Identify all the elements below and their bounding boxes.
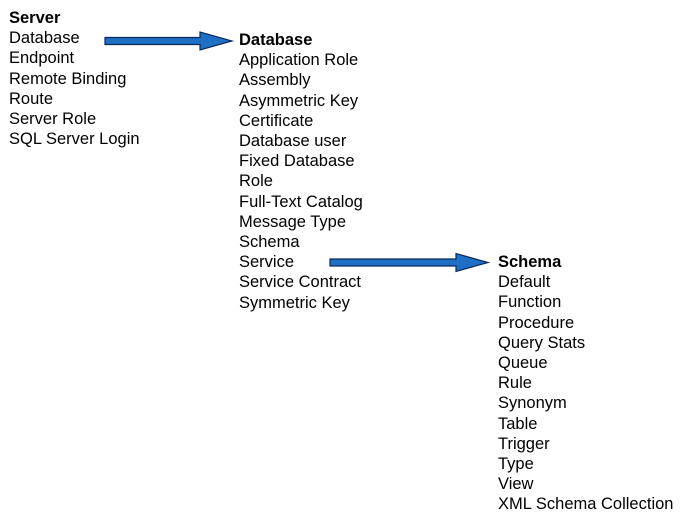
schema-item-view: View	[498, 475, 534, 494]
server-item-remote-binding: Remote Binding	[9, 69, 127, 88]
schema-item-trigger: Trigger	[498, 434, 550, 453]
schema-item-procedure: Procedure	[498, 313, 575, 332]
schema-item-rule: Rule	[498, 374, 532, 393]
server-list: Server Database Endpoint Remote Binding …	[9, 8, 140, 149]
database-item-certificate: Certificate	[239, 111, 314, 130]
schema-list: Schema Default Function Procedure Query …	[498, 252, 673, 515]
schema-item-default: Default	[498, 273, 551, 292]
server-item-sql-server-login: SQL Server Login	[9, 130, 140, 149]
schema-item-table: Table	[498, 414, 538, 433]
database-item-service: Service	[239, 253, 295, 272]
schema-item-synonym: Synonym	[498, 394, 567, 413]
database-list: Database Application Role Assembly Asymm…	[239, 30, 363, 313]
schema-item-xml-schema-collection: XML Schema Collection	[498, 495, 674, 514]
server-heading: Server	[9, 9, 61, 27]
database-item-role: Role	[239, 172, 273, 191]
database-item-schema: Schema	[239, 233, 300, 252]
database-item-symmetric-key: Symmetric Key	[239, 293, 350, 312]
database-item-application-role: Application Role	[239, 51, 359, 70]
server-item-database: Database	[9, 29, 80, 48]
server-item-server-role: Server Role	[9, 110, 97, 129]
schema-item-function: Function	[498, 293, 562, 312]
database-heading: Database	[239, 31, 313, 49]
server-item-route: Route	[9, 89, 54, 108]
database-item-service-contract: Service Contract	[239, 273, 361, 292]
schema-heading: Schema	[498, 253, 562, 271]
schema-item-type: Type	[498, 455, 534, 474]
database-item-database-user: Database user	[239, 132, 347, 151]
database-item-full-text-catalog: Full-Text Catalog	[239, 192, 363, 211]
schema-item-queue: Queue	[498, 354, 548, 373]
database-item-assembly: Assembly	[239, 71, 311, 90]
database-item-message-type: Message Type	[239, 212, 347, 231]
server-item-endpoint: Endpoint	[9, 49, 75, 68]
database-item-fixed-database: Fixed Database	[239, 152, 355, 171]
database-item-asymmetric-key: Asymmetric Key	[239, 91, 359, 110]
schema-item-query-stats: Query Stats	[498, 333, 586, 352]
